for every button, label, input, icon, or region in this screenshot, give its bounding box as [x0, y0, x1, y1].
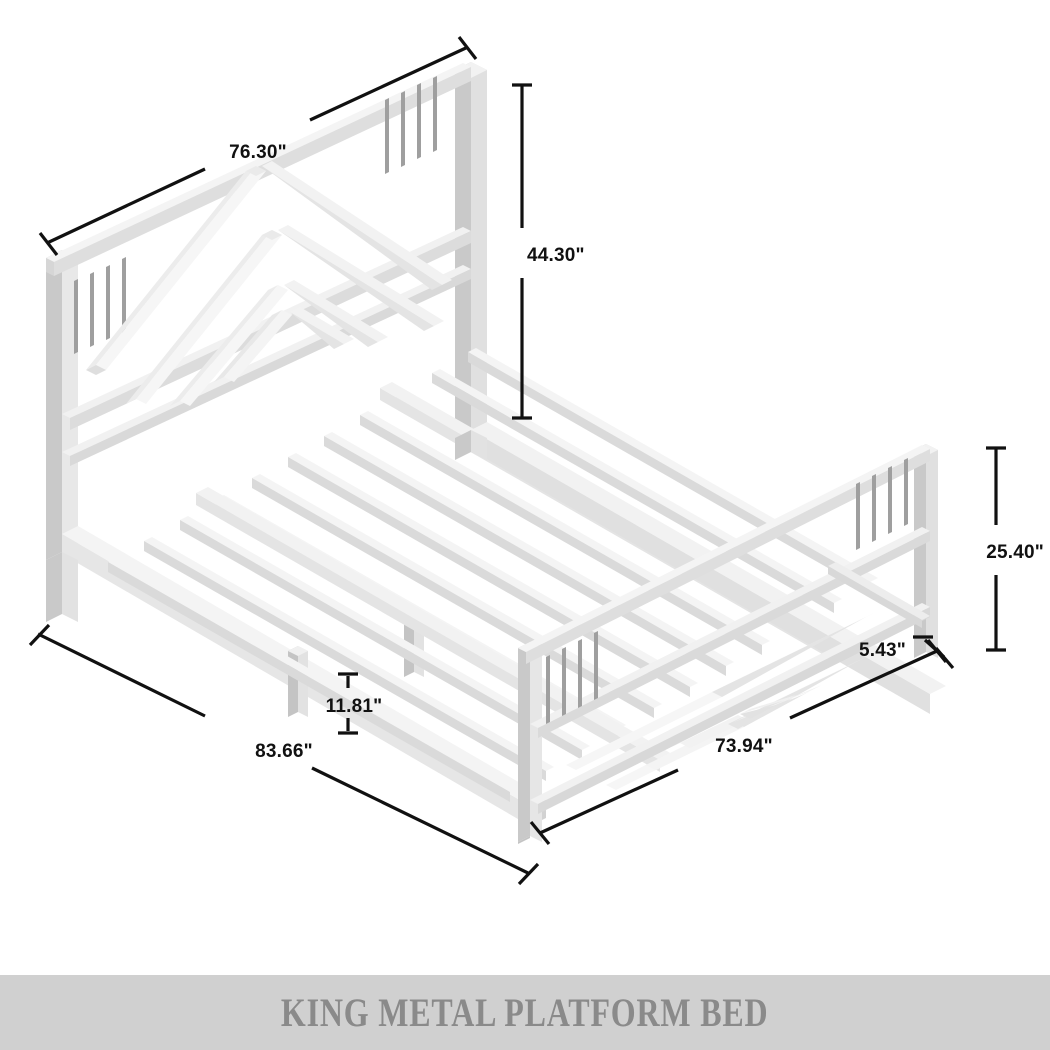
dimension-deck-clearance: 11.81": [326, 672, 383, 735]
product-caption: KING METAL PLATFORM BED: [281, 990, 769, 1035]
footboard-mid-rail: [530, 527, 930, 738]
footboard-left-post: [518, 642, 542, 842]
footboard: [518, 444, 938, 842]
footboard-chevron-right: [712, 612, 876, 729]
dimension-label-headboard-height: 44.30": [527, 245, 585, 266]
dimension-headboard-width: 76.30": [38, 36, 478, 256]
headboard-right-leg: [455, 430, 487, 460]
dimension-label-footboard-width: 73.94": [715, 736, 773, 757]
footboard-top-rail: [518, 445, 930, 664]
center-support-rail: [196, 487, 672, 772]
headboard-left-leg: [46, 552, 78, 622]
footboard-left-spindles: [546, 631, 598, 724]
dimension-footboard-height: 25.40": [986, 446, 1044, 652]
headboard-chevron-apex: [246, 166, 282, 240]
footboard-right-spindles: [856, 458, 908, 550]
dimension-headboard-height: 44.30": [512, 83, 585, 420]
headboard-lower-rail: [62, 265, 471, 466]
headboard-chevron-left: [86, 166, 292, 406]
footboard-lower-rail: [530, 603, 930, 814]
under-deck-brace: [828, 562, 930, 628]
headboard-right-spindles: [385, 76, 437, 174]
dimension-label-deck-clearance: 11.81": [326, 696, 383, 717]
headboard: [46, 62, 487, 560]
dimension-label-rail-offset: 5.43": [859, 640, 906, 661]
dimension-rail-offset: 5.43": [859, 635, 955, 670]
dimension-label-overall-length: 83.66": [255, 741, 313, 762]
dimension-annotations: 76.30" 44.30" 25.40": [28, 36, 1044, 886]
bed-frame: [46, 62, 946, 844]
caption-bar: KING METAL PLATFORM BED: [0, 975, 1050, 1050]
headboard-chevron-right: [262, 161, 452, 349]
dimension-overall-length: 83.66": [28, 623, 540, 886]
footboard-chevron-left: [556, 692, 748, 790]
dimension-label-headboard-width: 76.30": [229, 142, 287, 163]
headboard-right-post: [455, 62, 487, 438]
footboard-left-leg: [518, 836, 530, 844]
headboard-left-spindles: [74, 257, 126, 354]
footboard-right-post: [914, 444, 938, 658]
dimension-label-footboard-height: 25.40": [986, 542, 1044, 563]
headboard-left-post: [46, 250, 78, 560]
deck-slats: [108, 348, 878, 802]
